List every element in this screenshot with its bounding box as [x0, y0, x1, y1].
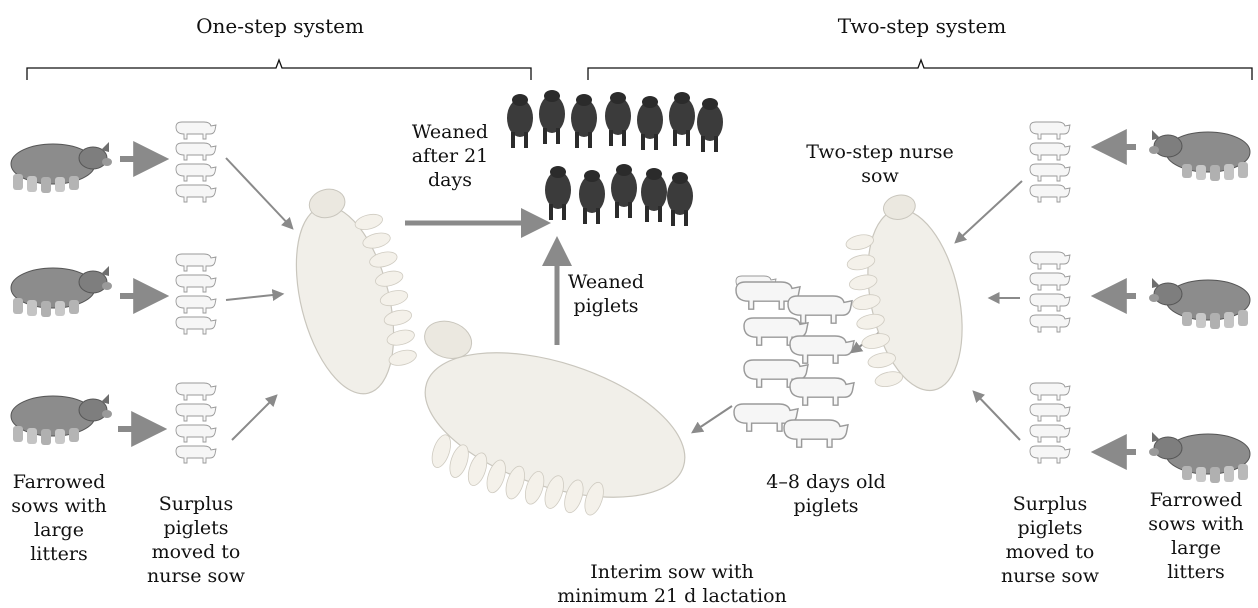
surplus-piglets-left-label: Surplus piglets moved to nurse sow: [138, 492, 254, 588]
surplus-piglets-right-label: Surplus piglets moved to nurse sow: [990, 492, 1110, 588]
farrowed-sow-icon: [1149, 130, 1250, 181]
piglet-stack-icon: [176, 254, 216, 334]
two-step-header: Two-step system: [832, 14, 1012, 38]
farrowed-sow-icon: [11, 142, 112, 193]
two-step-nurse-sow-icon: [832, 187, 977, 403]
farrowed-sow-icon: [1149, 278, 1250, 329]
farrowed-sows-left-label: Farrowed sows with large litters: [4, 470, 114, 566]
move-arrow: [226, 158, 292, 440]
piglet-stack-icon: [176, 383, 216, 463]
farrowed-sow-icon: [1149, 432, 1250, 483]
piglet-stack-icon: [1030, 122, 1070, 202]
interim-sow-label: Interim sow with minimum 21 d lactation: [532, 560, 812, 608]
farrowed-sow-icon: [11, 394, 112, 445]
transfer-arrow: [118, 159, 162, 429]
piglet-stack-icon: [176, 122, 216, 202]
one-step-brace: [27, 60, 531, 80]
transfer-arrow: [1098, 147, 1136, 452]
weaned-after-label: Weaned after 21 days: [400, 120, 500, 192]
weaned-piglets-label: Weaned piglets: [566, 270, 646, 318]
weaned-pigs-group-icon: [507, 90, 723, 226]
move-arrow: [956, 181, 1022, 440]
piglet-stack-icon: [1030, 252, 1070, 332]
farrowed-sow-icon: [11, 266, 112, 317]
two-step-brace: [588, 60, 1252, 80]
one-step-header: One-step system: [190, 14, 370, 38]
days-old-piglets-label: 4–8 days old piglets: [746, 470, 906, 518]
older-piglets-group-icon: [734, 276, 854, 447]
interim-sow-icon: [384, 315, 703, 546]
two-step-nurse-sow-label: Two-step nurse sow: [800, 140, 960, 188]
one-step-nurse-sow-icon: [275, 176, 428, 403]
farrowed-sows-right-label: Farrowed sows with large litters: [1138, 488, 1254, 584]
piglet-stack-icon: [1030, 383, 1070, 463]
